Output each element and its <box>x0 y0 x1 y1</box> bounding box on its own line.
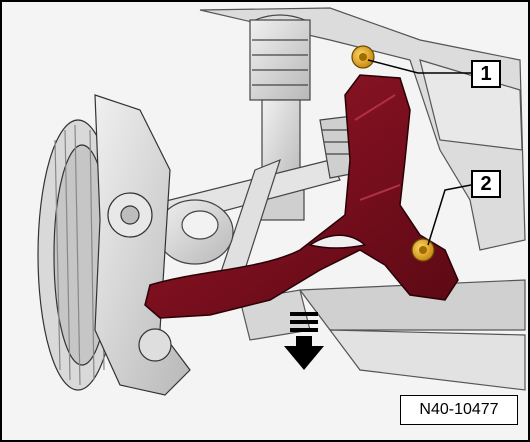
bolt-1 <box>351 45 375 69</box>
figure-id-label: N40-10477 <box>400 395 518 425</box>
leader-line-1 <box>367 59 471 74</box>
callout-1: 1 <box>471 60 501 88</box>
wheel-bearing-housing <box>94 94 191 396</box>
cv-joint <box>156 199 234 265</box>
down-arrow-icon <box>284 312 324 370</box>
callout-2: 2 <box>471 170 501 198</box>
leader-line-2 <box>427 184 472 246</box>
lower-control-arm <box>144 74 459 319</box>
bolt-2 <box>411 238 435 262</box>
